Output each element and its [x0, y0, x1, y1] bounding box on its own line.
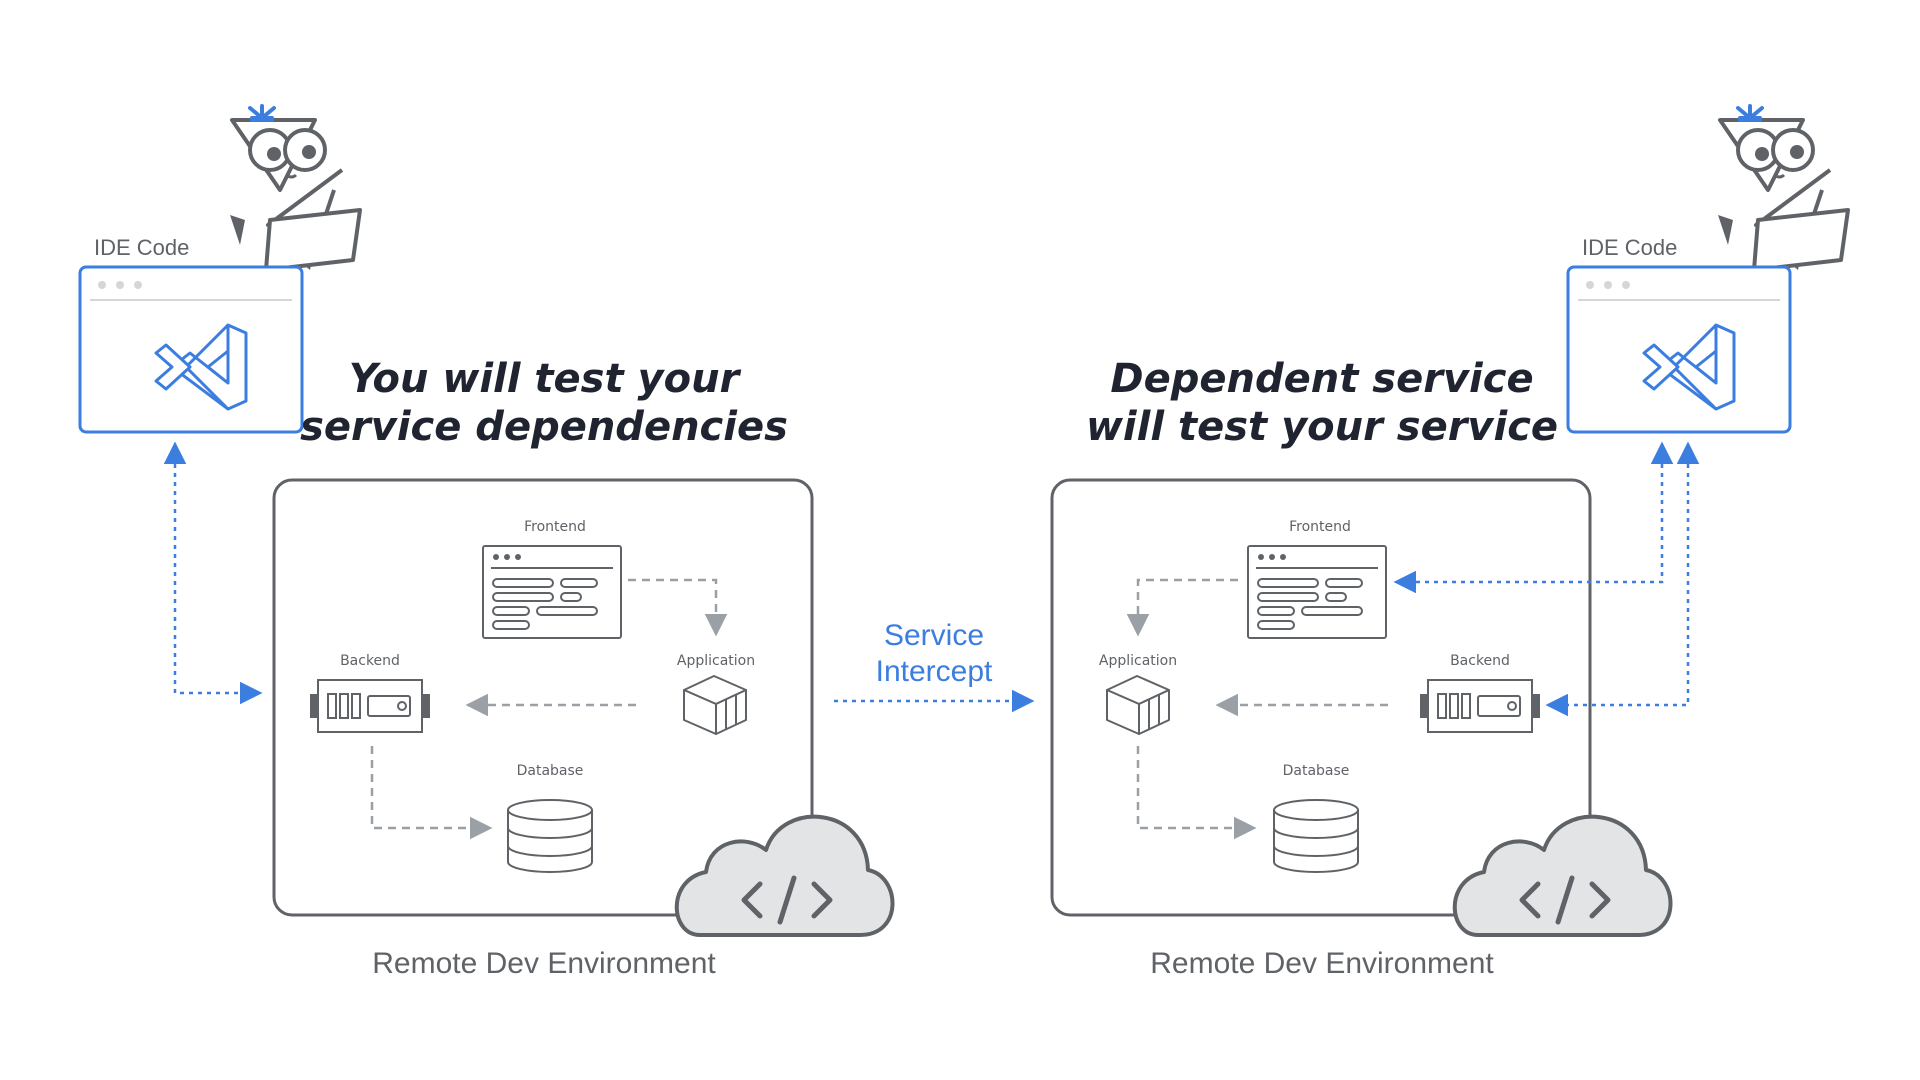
- right-mascot-icon: [1716, 104, 1850, 272]
- right-heading-line2: will test your service: [1086, 404, 1558, 450]
- left-database-label: Database: [517, 763, 584, 779]
- intercept-label-line2: Intercept: [876, 655, 993, 688]
- right-remote-env: Frontend Application Backend Database: [1050, 478, 1671, 935]
- left-ide-label: IDE Code: [94, 235, 189, 260]
- right-env-label: Remote Dev Environment: [1150, 947, 1494, 980]
- right-app-to-db-arrow: [1136, 746, 1257, 840]
- right-backend-label: Backend: [1450, 653, 1510, 669]
- left-application-label: Application: [677, 653, 755, 669]
- right-ide-window[interactable]: [1566, 265, 1792, 434]
- left-backend-label: Backend: [340, 653, 400, 669]
- right-application-label: Application: [1099, 653, 1177, 669]
- left-browser-window-icon: [482, 545, 622, 639]
- right-browser-window-icon: [1247, 545, 1387, 639]
- left-env-box: [272, 478, 814, 917]
- intercept-label-line1: Service: [884, 619, 984, 652]
- left-heading-line1: You will test your: [349, 356, 742, 402]
- right-database-icon: [1273, 799, 1359, 873]
- left-remote-env: Frontend Application Backend Database: [272, 478, 893, 935]
- right-heading-line1: Dependent service: [1110, 356, 1533, 402]
- right-server-icon: [1419, 679, 1541, 733]
- left-heading-line2: service dependencies: [300, 404, 788, 450]
- right-database-label: Database: [1283, 763, 1350, 779]
- left-backend-to-db-arrow: [370, 746, 493, 840]
- left-mascot-icon: [228, 104, 362, 272]
- left-ide-window[interactable]: [78, 265, 304, 434]
- left-database-icon: [507, 799, 593, 873]
- right-frontend-to-app-arrow: [1126, 578, 1238, 637]
- left-frontend-label: Frontend: [524, 519, 586, 535]
- left-env-label: Remote Dev Environment: [372, 947, 716, 980]
- right-ide-to-backend-arrow: [1545, 441, 1700, 717]
- left-ide-group: IDE Code: [78, 104, 362, 434]
- left-ide-to-backend-arrow: [163, 441, 263, 705]
- right-ide-group: IDE Code: [1566, 104, 1850, 434]
- right-frontend-label: Frontend: [1289, 519, 1351, 535]
- left-server-icon: [309, 679, 431, 733]
- right-ide-label: IDE Code: [1582, 235, 1677, 260]
- left-frontend-to-app-arrow: [628, 578, 728, 637]
